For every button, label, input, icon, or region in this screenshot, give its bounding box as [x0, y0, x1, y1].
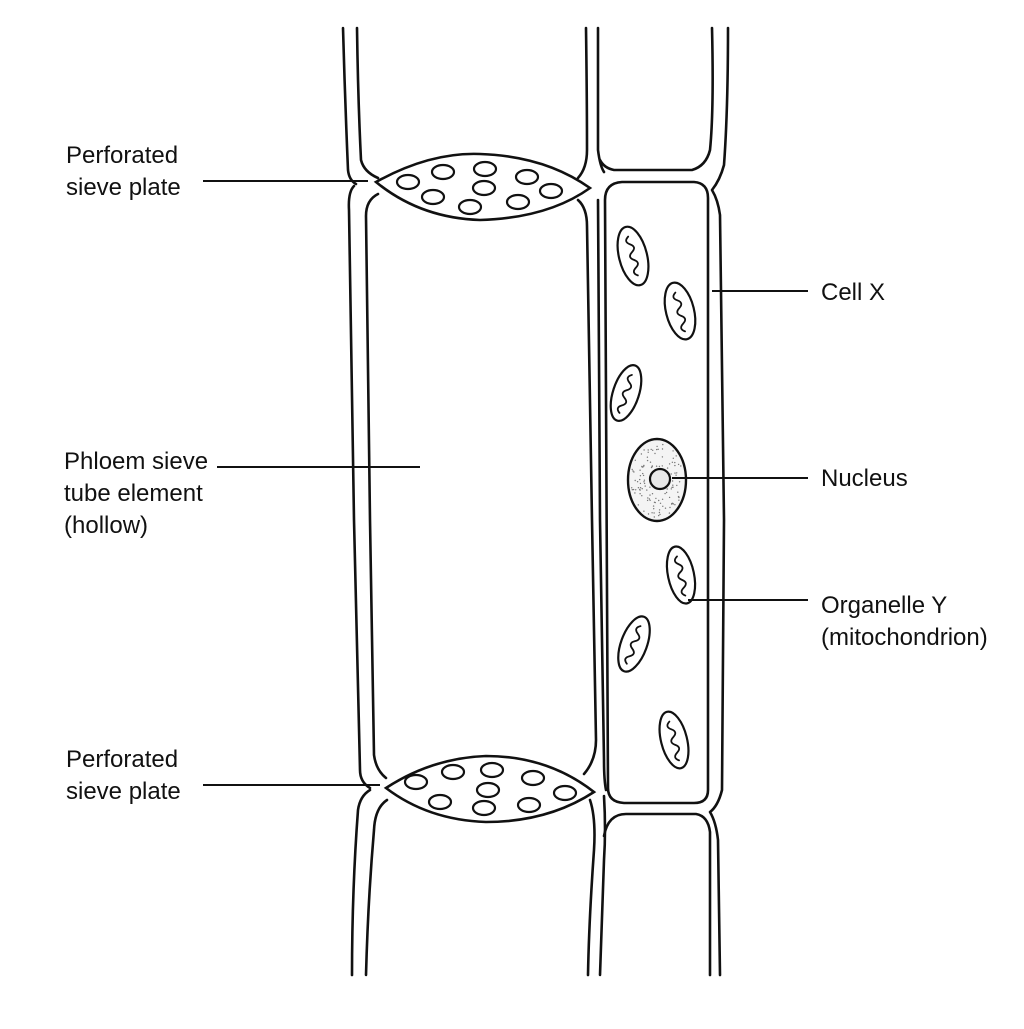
label-line: Organelle Y: [821, 592, 948, 619]
label-line: sieve plate: [66, 174, 181, 201]
lower-cell-left-wall-inner: [364, 798, 389, 977]
companion-cell-walls: [598, 26, 730, 977]
leader-lines: [203, 180, 808, 786]
mitochondrion-icon: [616, 225, 650, 287]
upper-cell-left-wall-inner: [355, 26, 380, 180]
main-tube-right-wall-inner: [576, 198, 598, 776]
label-line: Perforated: [66, 746, 179, 773]
mitochondrion-icon: [665, 545, 697, 605]
upper-cell-right-wall-outer: [596, 26, 606, 174]
upper-cell-left-wall-outer: [341, 26, 358, 186]
lower-cell-right-wall-outer: [598, 794, 607, 977]
label-cell-x: Cell X: [821, 277, 885, 309]
label-perforated-sieve-plate-top: Perforated sieve plate: [66, 140, 181, 204]
nucleus-icon: [626, 437, 688, 523]
label-line: sieve plate: [66, 778, 181, 805]
label-line: Cell X: [821, 279, 886, 306]
mitochondrion-icon: [617, 615, 651, 673]
lower-cell-left-wall-outer: [350, 788, 372, 977]
label-line: (hollow): [64, 512, 149, 539]
nucleus-stipple: [631, 443, 682, 518]
label-organelle-y: Organelle Y (mitochondrion): [821, 590, 988, 654]
main-tube-right-wall-outer: [596, 198, 608, 792]
label-line: Nucleus: [821, 465, 908, 492]
lower-cell-right-wall-inner: [586, 798, 596, 977]
label-line: (mitochondrion): [821, 624, 988, 651]
companion-right-wall-upper: [598, 26, 714, 172]
mitochondrion-icon: [609, 364, 643, 422]
mitochondrion-icon: [658, 710, 690, 770]
companion-cell-outline: [603, 180, 710, 805]
lower-companion-cell-top: [602, 812, 712, 977]
label-phloem-sieve-tube-element: Phloem sieve tube element (hollow): [64, 446, 208, 542]
label-line: Phloem sieve: [64, 448, 209, 475]
bottom-sieve-plate: [383, 754, 597, 824]
companion-right-wall-outer: [708, 26, 730, 977]
label-line: Perforated: [66, 142, 179, 169]
mitochondrion-icon: [663, 281, 697, 341]
top-sieve-plate: [373, 152, 593, 222]
label-nucleus: Nucleus: [821, 463, 908, 495]
label-perforated-sieve-plate-bottom: Perforated sieve plate: [66, 744, 181, 808]
main-tube-left-wall-outer: [347, 184, 372, 790]
main-tube-left-wall-inner: [364, 192, 388, 780]
upper-cell-right-wall-inner: [576, 26, 589, 180]
label-line: tube element: [64, 480, 203, 507]
sieve-tube-walls: [341, 26, 608, 977]
